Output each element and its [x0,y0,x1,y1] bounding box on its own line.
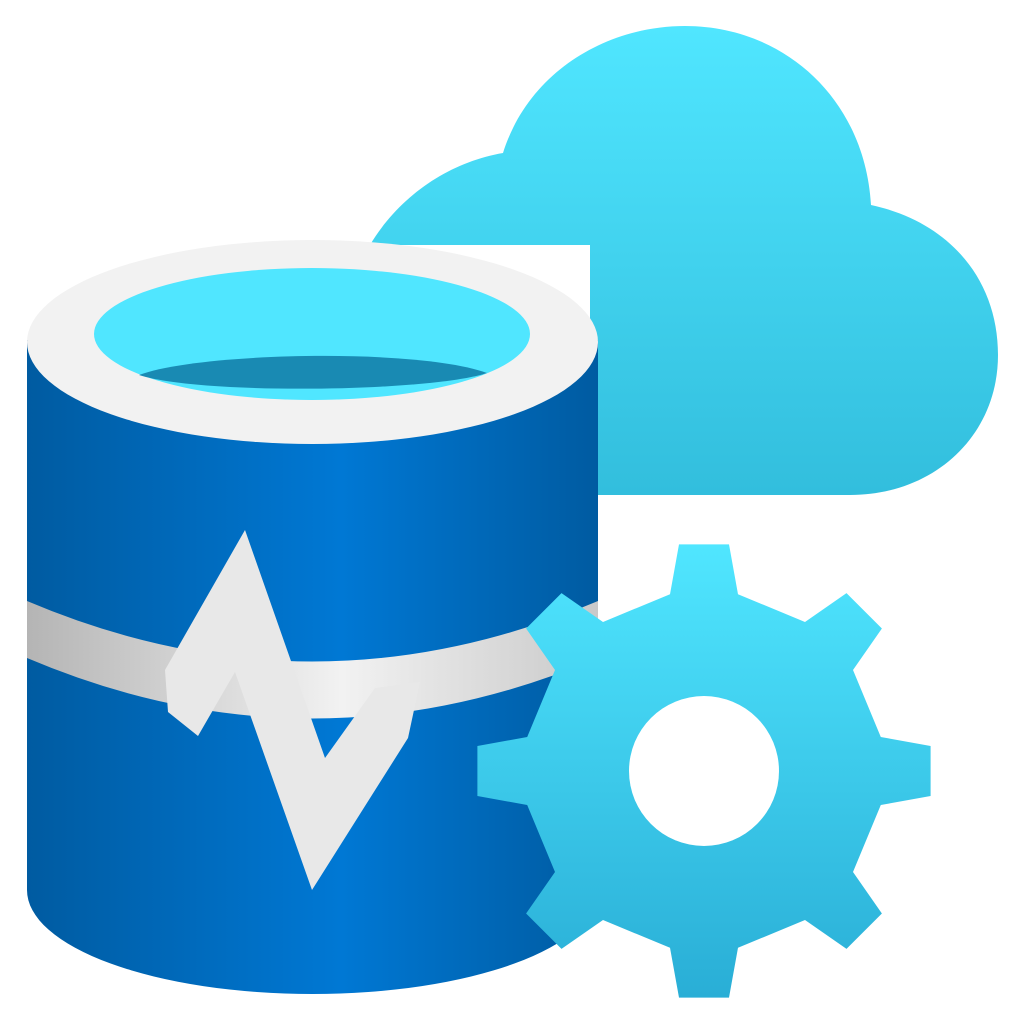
gear-hole [629,696,779,846]
gear-icon [477,544,931,998]
cloud-icon [370,26,998,495]
database-cylinder-icon [27,240,598,994]
pulse-line-icon [165,530,420,890]
